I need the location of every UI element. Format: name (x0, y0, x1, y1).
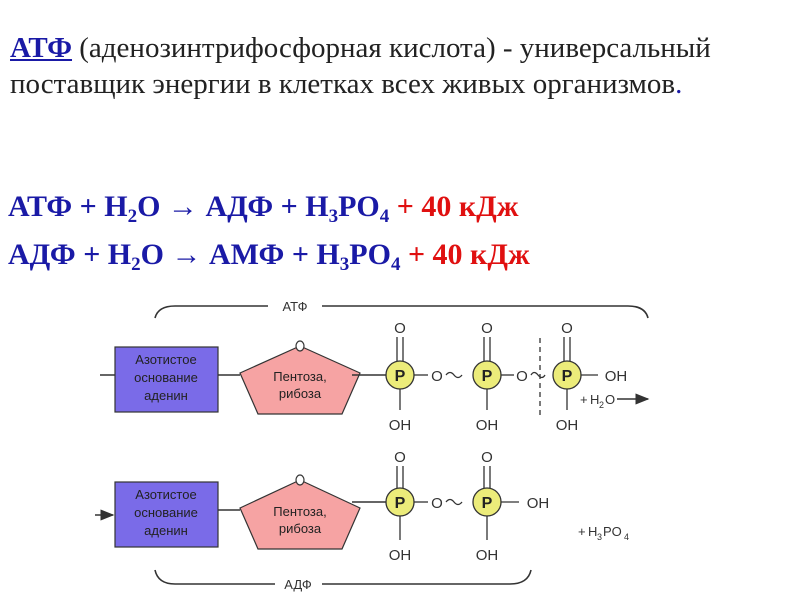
atp-base-box (114, 346, 219, 413)
eq1-plus-h-acid: + H (273, 190, 329, 223)
eq2-acid-sub4: 4 (390, 254, 401, 275)
eq2-plus-h: + H (75, 238, 132, 271)
adp-p1-symbol: P (395, 495, 406, 512)
atp-sugar-pentagon (239, 345, 361, 415)
atp-p2-hydroxyl: OH (476, 417, 499, 434)
adp-bracket (154, 569, 532, 585)
water-h: H (590, 392, 599, 407)
eq1-energy: + 40 кДж (389, 190, 519, 223)
adp-p2-hydroxyl-right: OH (527, 495, 550, 512)
adp-p2-double-o: O (481, 449, 493, 466)
atp-base-line-1: Азотистое (135, 352, 196, 367)
definition-end: . (675, 68, 683, 100)
acid-h: H (588, 524, 597, 539)
atp-bracket-label: АТФ (282, 299, 307, 314)
atp-macroergic-bond-2 (530, 371, 546, 379)
eq2-water-o-arrow: O → (140, 238, 209, 271)
eq2-acid-po: PO (349, 238, 391, 271)
adp-ring-oxygen-icon (295, 474, 305, 486)
atp-p1-symbol: P (395, 368, 406, 385)
acid-po: PO (603, 524, 622, 539)
atp-p2-symbol: P (482, 368, 493, 385)
atp-term-link[interactable]: АТФ (10, 32, 73, 64)
eq2-water-sub: 2 (131, 254, 141, 275)
eq2-plus-h-acid: + H (284, 238, 340, 271)
adp-base-line-3: аденин (144, 523, 188, 538)
intro-paragraph: АТФ (аденозинтрифосфорная кислота) - уни… (10, 30, 790, 102)
eq2-reactant: АДФ (8, 238, 76, 271)
eq1-plus-h: + H (72, 190, 128, 223)
adp-base-box (114, 481, 219, 548)
atp-p3-symbol: P (562, 368, 573, 385)
atp-p3-hydroxyl-right: OH (605, 368, 628, 385)
atp-p1-double-o: O (394, 320, 406, 337)
atp-p2-double-o: O (481, 320, 493, 337)
atp-sugar-line-1: Пентоза, (273, 369, 326, 384)
atp-macroergic-bond-1 (445, 371, 463, 379)
adp-bridge-oxygen: O (431, 495, 443, 512)
acid-sub4: 4 (624, 532, 629, 542)
atp-bracket (154, 305, 649, 319)
adp-p1-double-o: O (394, 449, 406, 466)
atp-p3-hydroxyl-bottom: OH (556, 417, 579, 434)
atp-ring-oxygen-icon (295, 340, 305, 352)
atp-p3-double-o: O (561, 320, 573, 337)
atp-p1-hydroxyl: OH (389, 417, 412, 434)
eq1-acid-sub4: 4 (379, 206, 390, 227)
atp-definition: (аденозинтрифосфорная кислота) - универс… (10, 32, 711, 100)
water-plus: + (580, 392, 588, 407)
acid-sub3: 3 (597, 532, 602, 542)
eq1-water-sub: 2 (127, 206, 138, 227)
eq1-reactant: АТФ (8, 190, 73, 223)
adp-sugar-line-1: Пентоза, (273, 504, 326, 519)
atp-bridge-oxygen-1: O (431, 368, 443, 385)
equation-adp-hydrolysis: АДФ + H2O → АМФ + H3PO4 + 40 кДж (8, 238, 530, 275)
adp-p2-hydroxyl-bottom: OH (476, 547, 499, 564)
acid-plus: + (578, 524, 586, 539)
adp-base-line-1: Азотистое (135, 487, 196, 502)
adp-bracket-label: АДФ (284, 577, 312, 592)
atp-bridge-oxygen-2: O (516, 368, 528, 385)
adp-base-line-2: основание (134, 505, 198, 520)
eq2-energy: + 40 кДж (400, 238, 530, 271)
eq1-water-o-arrow: O → (137, 190, 206, 223)
atp-base-line-3: аденин (144, 388, 188, 403)
eq1-acid-sub3: 3 (328, 206, 339, 227)
eq2-acid-sub3: 3 (339, 254, 350, 275)
eq1-acid-po: PO (338, 190, 380, 223)
water-o: O (605, 392, 615, 407)
atp-base-line-2: основание (134, 370, 198, 385)
eq2-product: АМФ (208, 238, 285, 271)
adp-sugar-pentagon (239, 479, 361, 550)
adp-macroergic-bond (445, 498, 463, 506)
eq1-product: АДФ (205, 190, 274, 223)
atp-sugar-line-2: рибоза (279, 386, 322, 401)
water-sub: 2 (599, 400, 604, 410)
equation-atp-hydrolysis: АТФ + H2O → АДФ + H3PO4 + 40 кДж (8, 190, 519, 227)
adp-p2-symbol: P (482, 495, 493, 512)
adp-sugar-line-2: рибоза (279, 521, 322, 536)
adp-p1-hydroxyl: OH (389, 547, 412, 564)
